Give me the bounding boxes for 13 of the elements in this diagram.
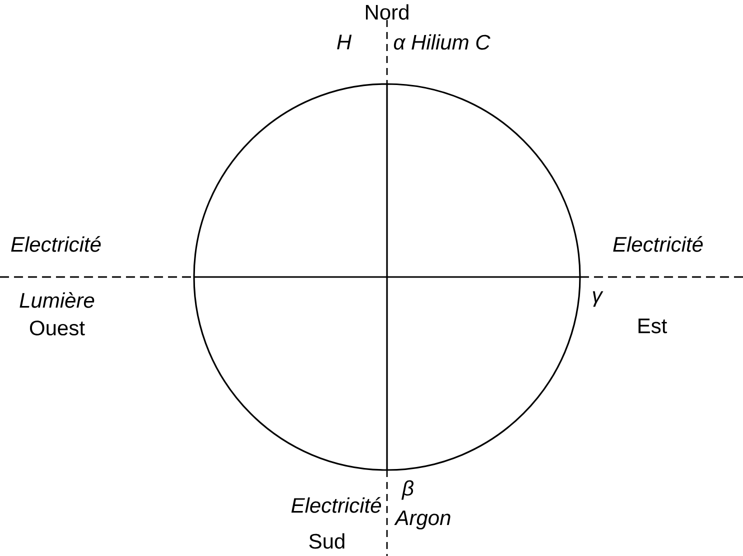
label: Electricité <box>613 236 703 252</box>
label: Nord <box>366 4 408 20</box>
label: Electricité <box>291 497 382 513</box>
label: Lumière <box>20 292 94 308</box>
label: γ <box>592 291 604 307</box>
label: β <box>402 480 414 500</box>
label: Electricité <box>11 236 101 252</box>
label: Argon <box>394 510 450 530</box>
label: Sud <box>309 533 344 549</box>
label: H <box>337 34 352 50</box>
label: Est <box>638 318 668 334</box>
label: α Hilium C <box>394 34 490 50</box>
label: Ouest <box>30 320 85 336</box>
